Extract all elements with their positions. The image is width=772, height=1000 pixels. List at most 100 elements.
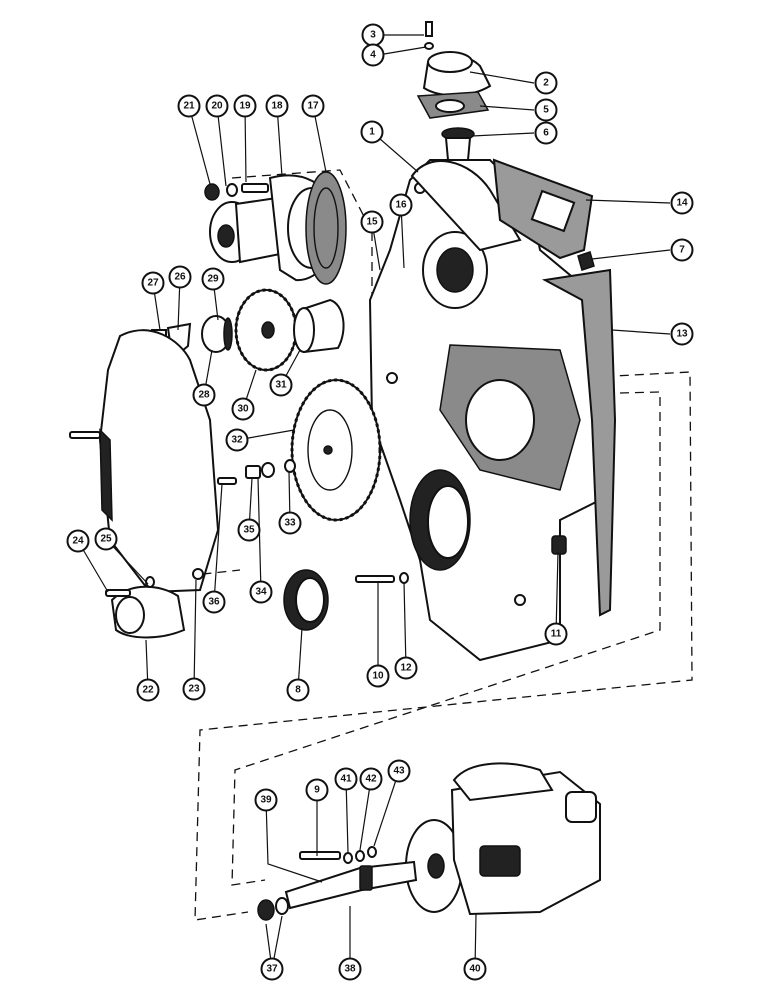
svg-text:8: 8 [295, 685, 301, 696]
svg-text:23: 23 [188, 684, 200, 695]
svg-text:6: 6 [543, 128, 549, 139]
callout-18: 18 [265, 94, 289, 118]
pipe-plug [577, 251, 595, 271]
callout-32: 32 [225, 428, 249, 452]
callout-40: 40 [463, 957, 487, 981]
svg-text:30: 30 [237, 404, 249, 415]
callout-15: 15 [360, 210, 384, 234]
svg-text:43: 43 [393, 766, 405, 777]
callout-6: 6 [534, 121, 558, 145]
outlet-gasket [492, 158, 594, 260]
callout-35: 35 [237, 518, 261, 542]
callout-2: 2 [534, 71, 558, 95]
callout-20: 20 [205, 94, 229, 118]
svg-text:39: 39 [260, 795, 272, 806]
svg-text:16: 16 [395, 200, 407, 211]
callout-42: 42 [359, 767, 383, 791]
svg-text:25: 25 [100, 534, 112, 545]
svg-text:36: 36 [208, 597, 220, 608]
svg-text:22: 22 [142, 685, 154, 696]
callout-8: 8 [286, 678, 310, 702]
svg-text:37: 37 [266, 964, 278, 975]
callout-39: 39 [254, 788, 278, 812]
svg-text:27: 27 [147, 278, 159, 289]
svg-text:3: 3 [370, 30, 376, 41]
callout-10: 10 [366, 664, 390, 688]
svg-text:40: 40 [469, 964, 481, 975]
callout-4: 4 [361, 43, 385, 67]
idler-gear-small [234, 288, 298, 372]
svg-text:2: 2 [543, 78, 549, 89]
callout-30: 30 [231, 397, 255, 421]
svg-text:24: 24 [72, 536, 84, 547]
timing-cover-gasket [541, 268, 617, 617]
callout-34: 34 [249, 580, 273, 604]
callout-37: 37 [260, 957, 284, 981]
svg-text:5: 5 [543, 105, 549, 116]
svg-text:29: 29 [207, 274, 219, 285]
callout-26: 26 [168, 265, 192, 289]
svg-text:41: 41 [340, 774, 352, 785]
callout-3: 3 [361, 23, 385, 47]
cover-bolt [355, 572, 409, 584]
thermostat-housing [422, 21, 492, 97]
callout-29: 29 [201, 267, 225, 291]
callouts: 1 2 3 4 5 6 7 8 9 10 11 12 13 14 15 16 1… [66, 23, 694, 981]
callout-22: 22 [136, 678, 160, 702]
callout-25: 25 [94, 527, 118, 551]
callout-13: 13 [670, 322, 694, 346]
svg-text:15: 15 [366, 217, 378, 228]
callout-41: 41 [334, 767, 358, 791]
callout-24: 24 [66, 529, 90, 553]
svg-text:19: 19 [239, 101, 251, 112]
callout-43: 43 [387, 759, 411, 783]
water-pump-gasket [305, 171, 347, 285]
svg-text:14: 14 [676, 198, 688, 209]
dowel [551, 535, 567, 555]
svg-text:35: 35 [243, 525, 255, 536]
callout-36: 36 [202, 590, 226, 614]
idler-shaft [293, 298, 345, 354]
callout-28: 28 [192, 383, 216, 407]
svg-text:4: 4 [370, 50, 376, 61]
callout-33: 33 [278, 511, 302, 535]
svg-text:31: 31 [275, 380, 287, 391]
svg-text:11: 11 [551, 629, 562, 640]
callout-14: 14 [670, 191, 694, 215]
svg-text:17: 17 [307, 101, 319, 112]
pump-drive-shaft [284, 851, 418, 910]
callout-19: 19 [233, 94, 257, 118]
callout-21: 21 [177, 94, 201, 118]
svg-text:32: 32 [231, 435, 243, 446]
callout-1: 1 [360, 120, 384, 144]
svg-text:26: 26 [174, 272, 186, 283]
callout-7: 7 [670, 238, 694, 262]
callout-12: 12 [394, 656, 418, 680]
svg-text:13: 13 [676, 329, 688, 340]
callout-17: 17 [301, 94, 325, 118]
pump-drive-gear [290, 378, 382, 522]
callout-27: 27 [141, 271, 165, 295]
callout-31: 31 [269, 373, 293, 397]
cover-fasteners [105, 459, 296, 597]
svg-text:33: 33 [284, 518, 296, 529]
svg-text:42: 42 [365, 774, 377, 785]
callout-38: 38 [338, 957, 362, 981]
svg-text:21: 21 [183, 101, 195, 112]
svg-text:18: 18 [271, 101, 283, 112]
callout-5: 5 [534, 98, 558, 122]
front-cover-housing [368, 159, 612, 662]
svg-text:10: 10 [372, 671, 384, 682]
callout-16: 16 [389, 193, 413, 217]
shaft-washers [257, 846, 377, 921]
callout-11: 11 [544, 622, 568, 646]
svg-text:34: 34 [255, 587, 267, 598]
pump-stud-nut-washer [204, 183, 269, 201]
callout-9: 9 [305, 778, 329, 802]
callout-23: 23 [182, 677, 206, 701]
housing-gasket [416, 91, 490, 119]
thermostat [441, 127, 475, 161]
svg-text:28: 28 [198, 390, 210, 401]
svg-text:9: 9 [314, 785, 320, 796]
